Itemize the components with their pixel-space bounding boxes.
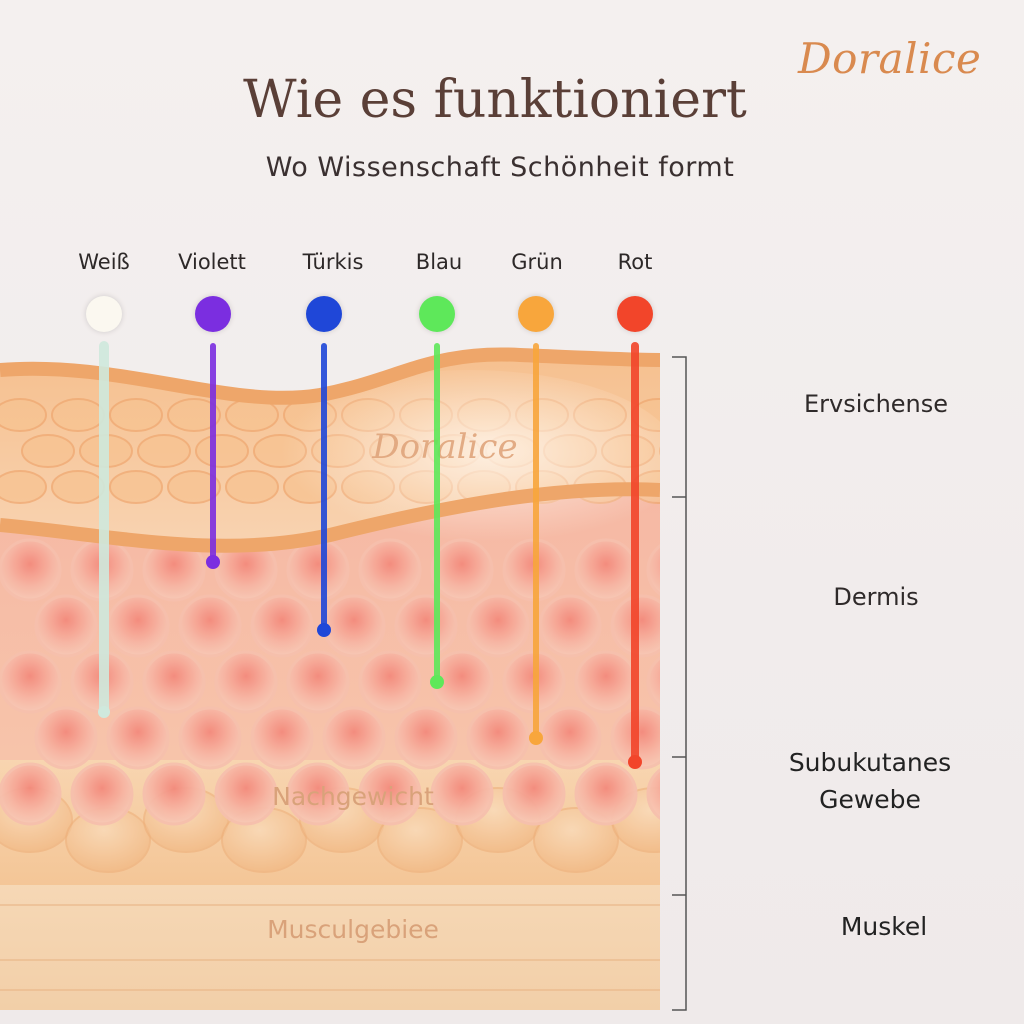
light-label-violet: Violett <box>178 250 246 274</box>
dermis-cell <box>646 656 660 708</box>
dermis-cell <box>466 594 530 658</box>
light-dot-blue <box>419 296 455 332</box>
dermis-cell <box>358 650 422 714</box>
dermis-cell <box>684 596 744 656</box>
layer-label-dermis: Dermis <box>833 583 919 611</box>
dermis-cell <box>214 650 278 714</box>
layer-bracket <box>672 356 687 1011</box>
light-label-turquoise: Türkis <box>302 250 364 274</box>
dermis-cell <box>250 594 314 658</box>
dermis-cell <box>214 762 278 826</box>
epidermis-cell <box>109 470 163 504</box>
dermis-cell <box>250 706 314 770</box>
dermis-cell <box>358 762 422 826</box>
light-ray-tip-2 <box>317 623 331 637</box>
epidermis-cell <box>109 398 163 432</box>
dermis-cell <box>286 762 350 826</box>
dermis-cell <box>684 708 744 768</box>
light-label-white: Weiß <box>78 250 130 274</box>
light-ray-tip-0 <box>98 706 110 718</box>
subcutis-inline-label: Nachgewicht <box>272 782 434 811</box>
epidermis-cell <box>0 470 47 504</box>
dermis-cell <box>574 762 638 826</box>
dermis-cell <box>502 762 566 826</box>
epidermis-cell <box>21 434 75 468</box>
page-title: Wie es funktioniert <box>243 70 747 130</box>
dermis-cell <box>466 706 530 770</box>
light-ray-tip-4 <box>529 731 543 745</box>
dermis-cell <box>142 650 206 714</box>
dermis-cell <box>322 594 386 658</box>
layer-label-subcutis-line2: Gewebe <box>819 785 921 814</box>
epidermis-cell <box>51 398 105 432</box>
light-ray-tip-3 <box>430 675 444 689</box>
layer-label-subcutis-line1: Subukutanes <box>788 748 952 777</box>
dermis-cell <box>106 594 170 658</box>
dermis-cell <box>646 544 660 596</box>
dermis-cell <box>0 538 62 602</box>
epidermis-cell <box>195 434 249 468</box>
dermis-cell <box>430 762 494 826</box>
light-ray-tip-1 <box>206 555 220 569</box>
light-dot-green <box>518 296 554 332</box>
epidermis-watermark: Doralice <box>371 427 517 467</box>
muscle-layer <box>0 880 660 1010</box>
light-dot-violet <box>195 296 231 332</box>
light-label-blue: Blau <box>415 250 463 274</box>
dermis-cell <box>574 650 638 714</box>
epidermis-cell <box>137 434 191 468</box>
dermis-cell <box>142 762 206 826</box>
dermis-cell <box>286 650 350 714</box>
dermis-cell <box>286 538 350 602</box>
dermis-cell <box>70 762 134 826</box>
light-label-green: Grün <box>511 250 563 274</box>
layer-label-subcutis: Subukutanes Gewebe <box>760 748 980 814</box>
epidermis-cell <box>51 470 105 504</box>
dermis-cell <box>394 706 458 770</box>
dermis-cell <box>322 706 386 770</box>
dermis-cell <box>394 594 458 658</box>
dermis-cell <box>178 706 242 770</box>
dermis-cell <box>34 706 98 770</box>
dermis-cell <box>178 594 242 658</box>
dermis-cell <box>610 594 660 658</box>
dermis-cell <box>538 706 602 770</box>
dermis-cell <box>574 538 638 602</box>
dermis-cell <box>34 594 98 658</box>
epidermis-cell <box>167 470 221 504</box>
epidermis-cell <box>0 398 47 432</box>
dermis-cell <box>0 762 62 826</box>
dermis-cell <box>106 706 170 770</box>
epidermis-cell <box>167 398 221 432</box>
dermis-cell <box>646 768 660 820</box>
dermis-cell <box>538 594 602 658</box>
dermis-cell <box>0 650 62 714</box>
page-subtitle: Wo Wissenschaft Schönheit formt <box>265 152 735 183</box>
light-ray-tip-5 <box>628 755 642 769</box>
layer-label-muscle: Muskel <box>840 912 928 941</box>
brand-logo: Doralice <box>798 34 982 83</box>
dermis-cell <box>610 706 660 770</box>
light-dot-turquoise <box>306 296 342 332</box>
light-label-red: Rot <box>617 250 653 274</box>
layer-label-epidermis: Ervsichense <box>803 390 949 418</box>
light-dot-red <box>617 296 653 332</box>
light-dot-white <box>86 296 122 332</box>
muscle-inline-label: Musculgebiee <box>267 915 439 944</box>
dermis-cell <box>358 538 422 602</box>
